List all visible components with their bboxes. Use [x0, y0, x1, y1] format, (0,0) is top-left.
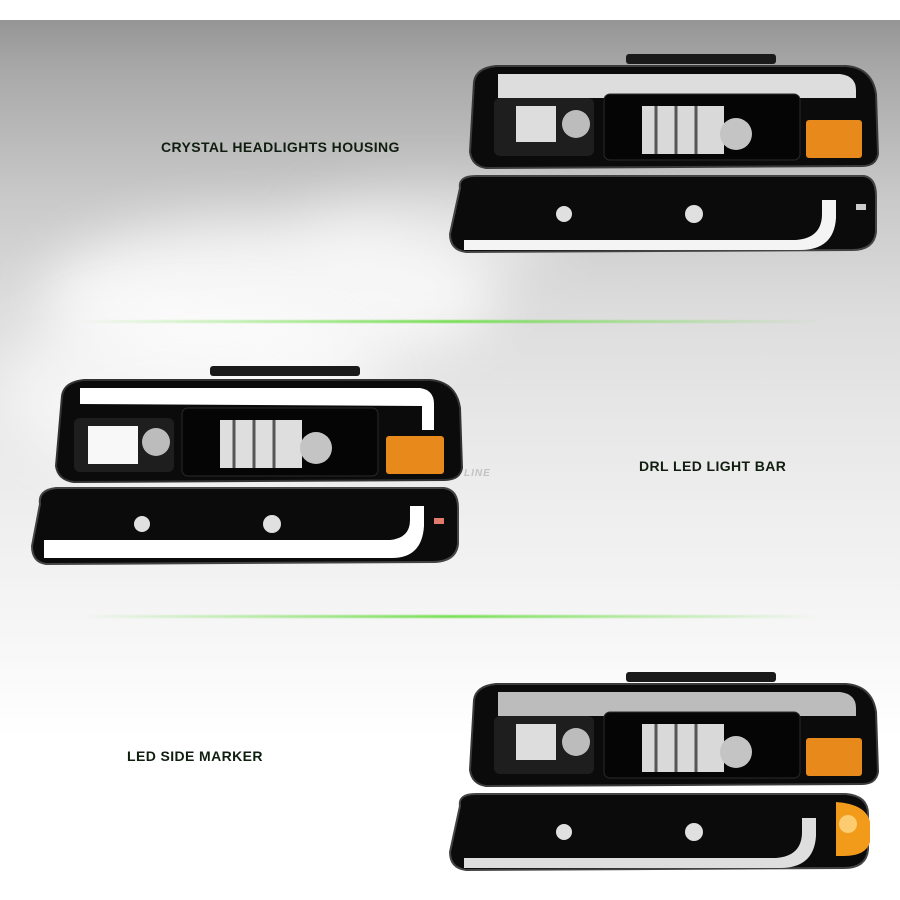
top-margin [0, 0, 900, 20]
label-led-side-marker: LED SIDE MARKER [127, 748, 263, 764]
green-divider-top [80, 320, 820, 323]
watermark: LINE [464, 468, 491, 479]
headlight-set-marker [436, 672, 882, 878]
headlight-set-housing [436, 54, 882, 260]
headlight-set-drl [30, 364, 466, 570]
label-drl-led-bar: DRL LED LIGHT BAR [639, 458, 787, 474]
headlight-assembly-image [448, 54, 880, 254]
headlight-assembly-image [448, 672, 880, 872]
headlight-assembly-image [30, 366, 464, 566]
green-divider-bottom [80, 615, 820, 618]
label-crystal-housing: CRYSTAL HEADLIGHTS HOUSING [161, 139, 400, 155]
